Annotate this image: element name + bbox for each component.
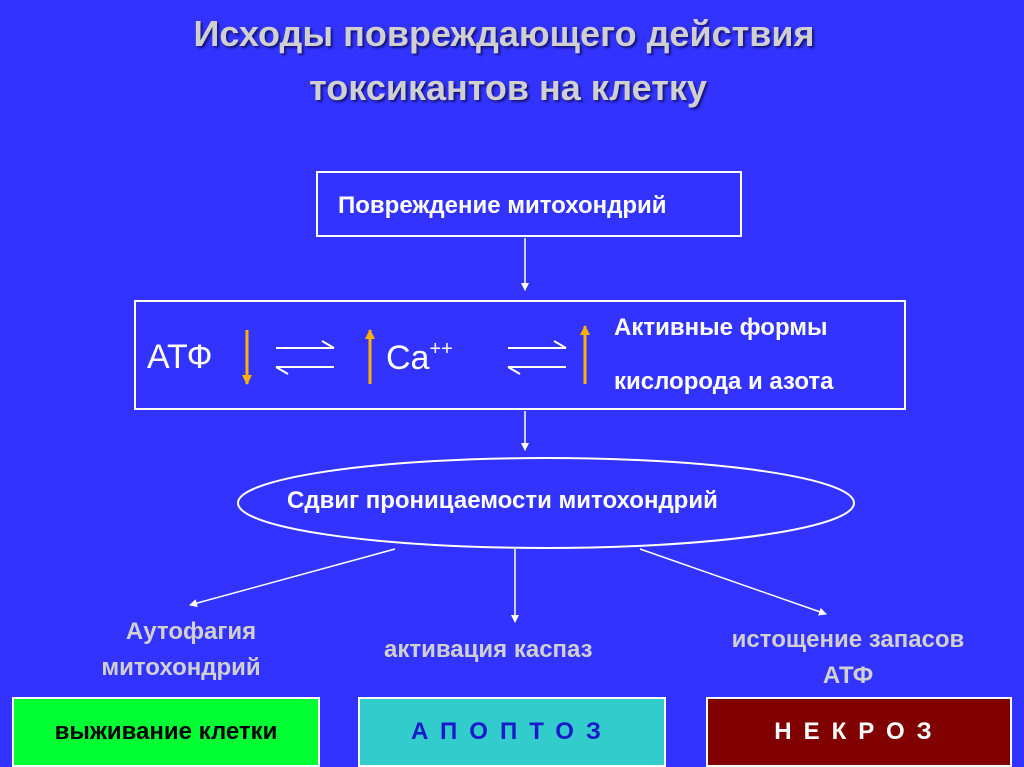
outcome-necrosis-label: НЕКРОЗ xyxy=(774,718,944,745)
equilibrium-arrows-2 xyxy=(507,340,567,375)
autophagy-line-2: митохондрий xyxy=(101,654,261,681)
outcome-survival-box: выживание клетки xyxy=(12,697,320,767)
calcium-label: Ca++ xyxy=(386,338,453,378)
permeability-shift-label: Сдвиг проницаемости митохондрий xyxy=(287,487,718,514)
atp-calcium-ros-box xyxy=(134,300,906,410)
atp-label: АТФ xyxy=(147,338,213,376)
mitochondrial-damage-box: Повреждение митохондрий xyxy=(316,171,742,237)
outcome-necrosis-box: НЕКРОЗ xyxy=(706,697,1012,767)
calcium-symbol: Ca xyxy=(386,339,430,377)
reactive-species-line-1: Активные формы xyxy=(614,314,828,341)
atp-depletion-line-1: истощение запасов xyxy=(731,626,965,653)
slide-title-line-2: токсикантов на клетку xyxy=(309,67,707,108)
autophagy-line-1: Аутофагия xyxy=(125,618,257,645)
arrow-to-autophagy xyxy=(189,548,396,608)
arrow-to-atp-depletion xyxy=(639,548,827,616)
outcome-survival-label: выживание клетки xyxy=(54,718,278,745)
calcium-charge: ++ xyxy=(429,338,453,360)
atp-depletion-line-2: АТФ xyxy=(822,662,874,689)
caspase-activation-label: активация каспаз xyxy=(384,636,593,663)
mitochondrial-damage-label: Повреждение митохондрий xyxy=(338,192,667,219)
outcome-apoptosis-box: АПОПТОЗ xyxy=(358,697,666,767)
equilibrium-arrows-1 xyxy=(275,340,335,375)
permeability-shift-ellipse xyxy=(237,457,855,549)
reactive-species-line-2: кислорода и азота xyxy=(614,368,834,395)
slide-title-line-1: Исходы повреждающего действия xyxy=(193,13,815,54)
outcome-apoptosis-label: АПОПТОЗ xyxy=(411,718,613,745)
